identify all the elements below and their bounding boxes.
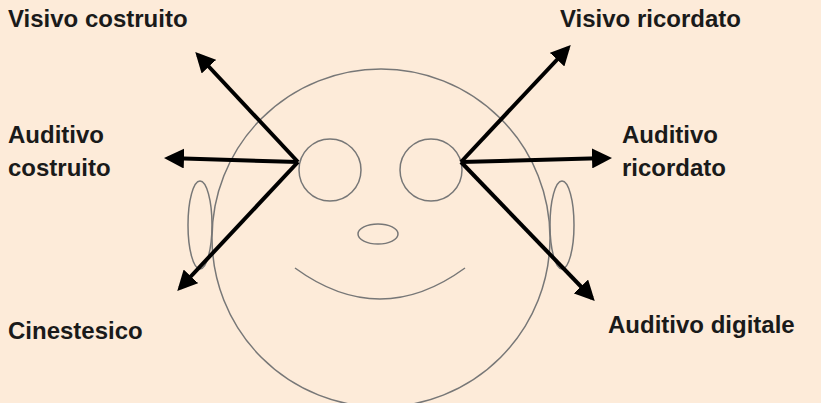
cue-label: Auditivo ricordato: [622, 118, 812, 184]
eye-arrows: [168, 48, 608, 298]
cue-label: Auditivo costruito: [8, 118, 153, 184]
cue-label: Cinestesico: [8, 314, 178, 347]
cue-label: Visivo costruito: [8, 2, 248, 35]
face-outline: [188, 69, 574, 403]
cue-label: Visivo ricordato: [560, 2, 815, 35]
cue-label: Auditivo digitale: [608, 308, 798, 341]
